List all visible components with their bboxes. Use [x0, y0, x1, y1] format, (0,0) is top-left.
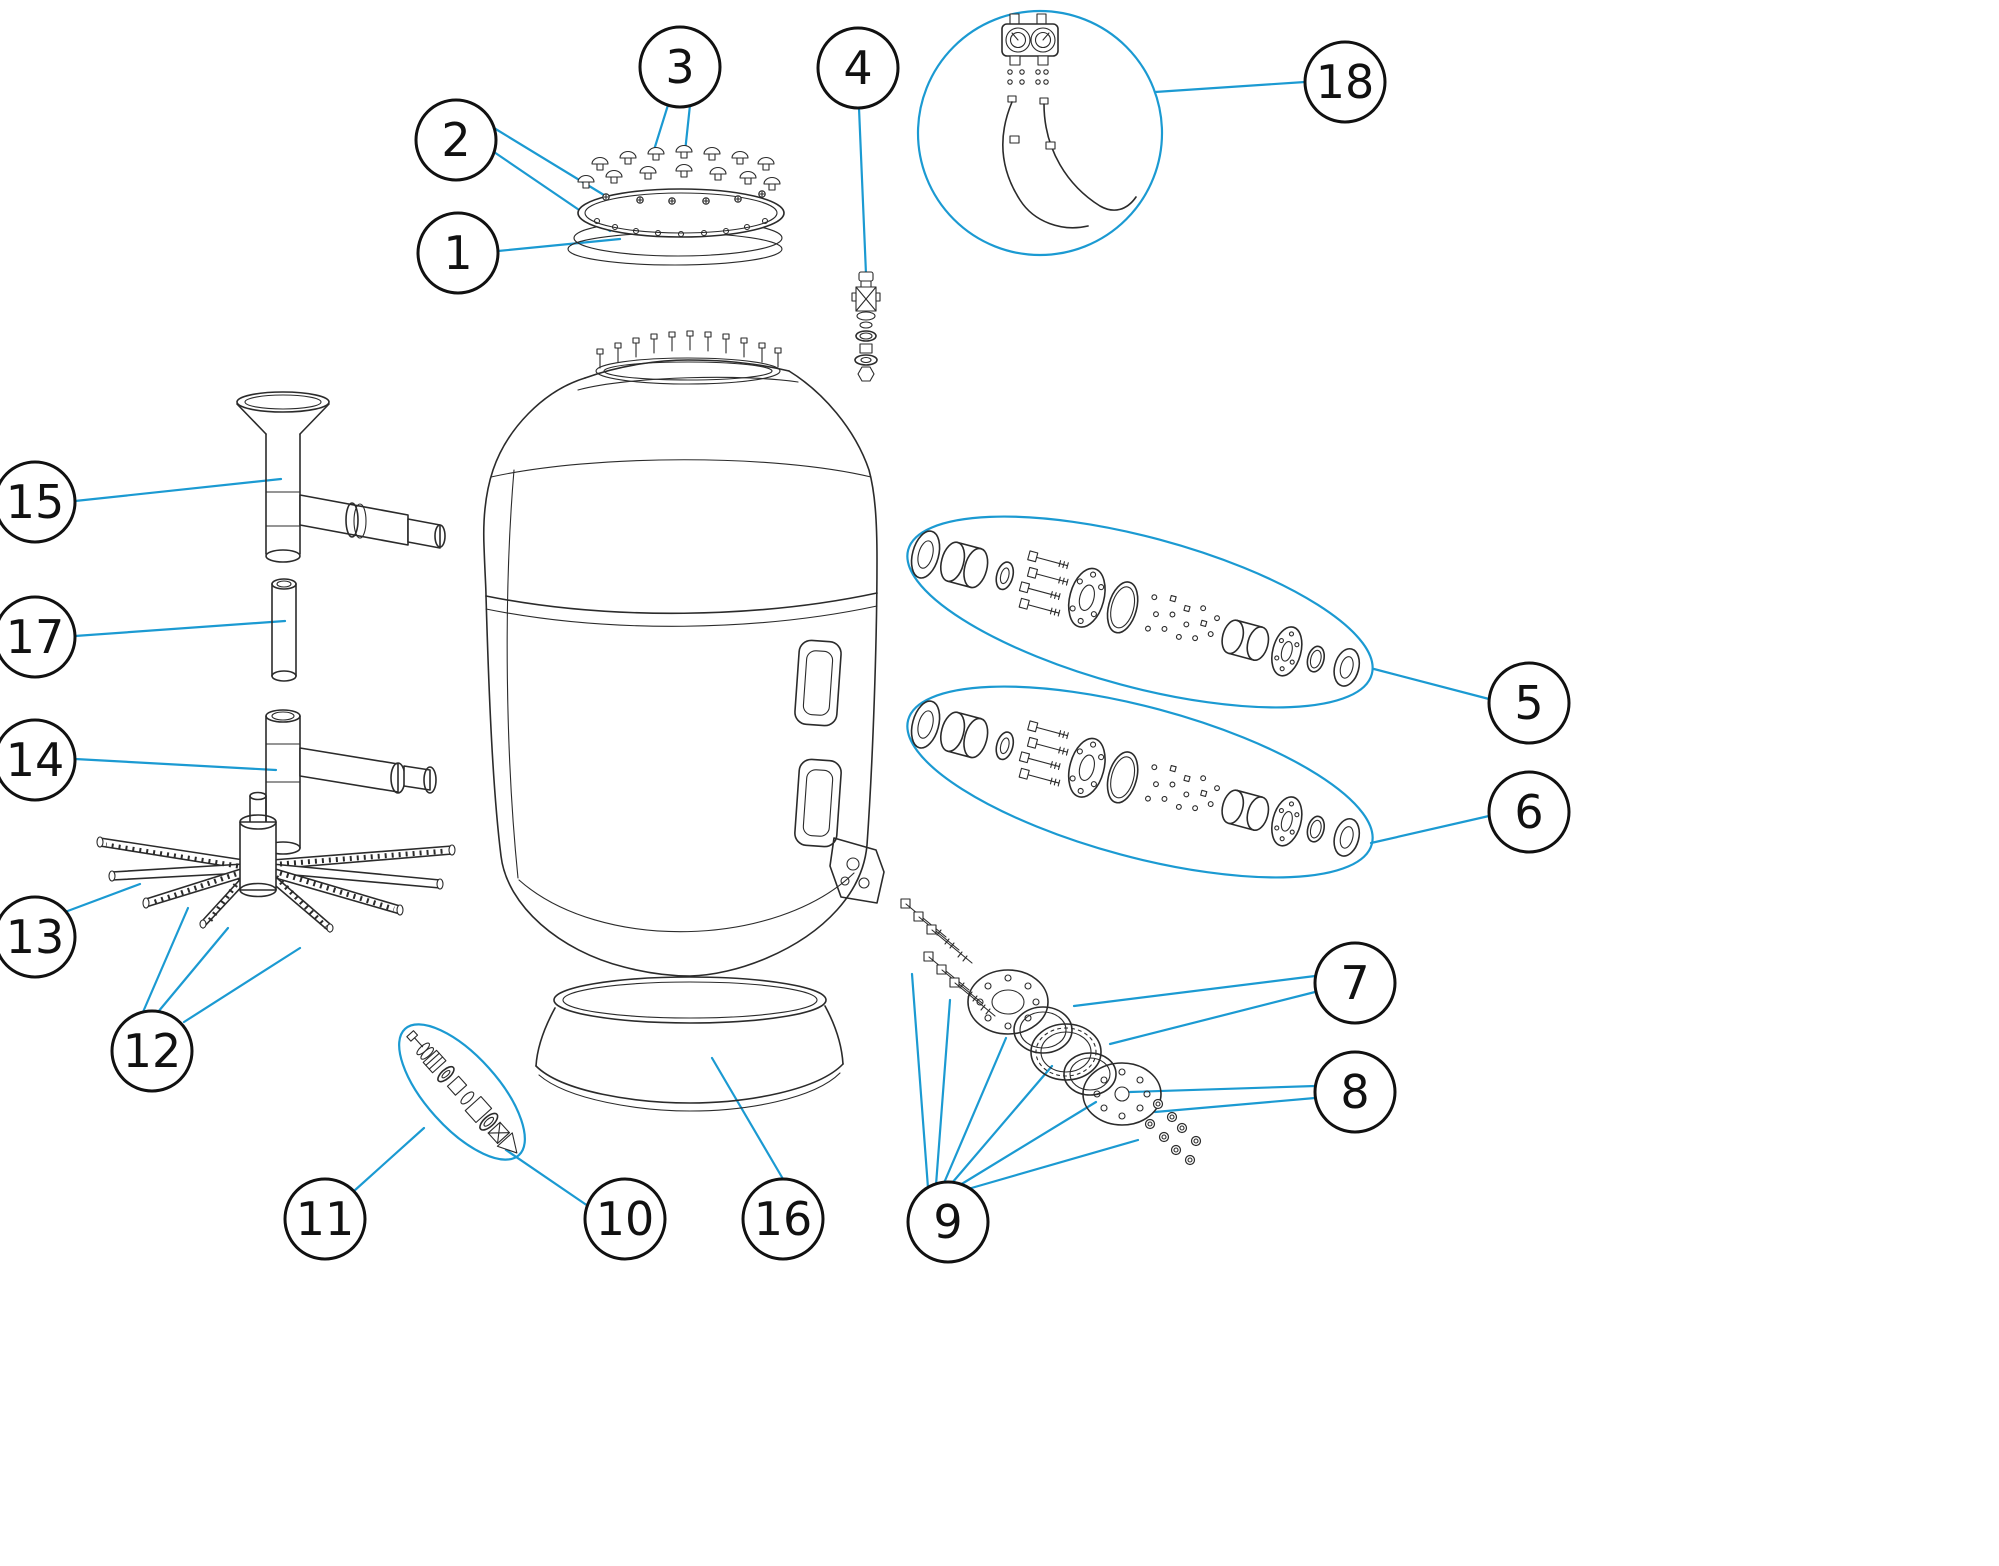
callout-number-10: 10 — [596, 1192, 655, 1246]
callout-circle-13 — [0, 895, 77, 979]
callout-number-13: 13 — [6, 910, 65, 964]
callout-circle-11 — [283, 1177, 367, 1261]
leader-line-12 — [156, 926, 230, 1014]
callout-11: 11 — [283, 1177, 367, 1261]
callout-number-11: 11 — [296, 1192, 355, 1246]
lateral-arm-assembly — [96, 791, 456, 933]
callout-circle-1 — [416, 211, 500, 295]
leader-line-14 — [73, 757, 278, 772]
callout-circle-12 — [110, 1009, 194, 1093]
leader-line-10 — [504, 1148, 590, 1208]
leader-line-7 — [1108, 990, 1317, 1046]
leader-lines-layer — [63, 80, 1491, 1208]
diffuser-plate-assembly — [567, 144, 785, 266]
leader-line-2 — [492, 126, 624, 208]
callout-number-6: 6 — [1514, 785, 1543, 839]
callout-8: 8 — [1313, 1050, 1397, 1134]
callout-circle-3 — [638, 25, 722, 109]
leader-line-12 — [141, 906, 190, 1014]
callout-4: 4 — [816, 26, 900, 110]
leader-line-17 — [73, 619, 287, 638]
callout-circle-18 — [1303, 40, 1387, 124]
leader-line-9 — [966, 1138, 1140, 1191]
callout-6: 6 — [1487, 770, 1571, 854]
leader-line-13 — [63, 882, 142, 914]
leader-line-16 — [710, 1056, 785, 1181]
callout-5: 5 — [1487, 661, 1571, 745]
callout-18: 18 — [1303, 40, 1387, 124]
leader-line-7 — [1072, 974, 1317, 1008]
callout-number-1: 1 — [443, 226, 472, 280]
leader-line-18 — [1153, 80, 1307, 94]
callout-circle-7 — [1313, 941, 1397, 1025]
callout-13: 13 — [0, 895, 77, 979]
callout-12: 12 — [110, 1009, 194, 1093]
callout-number-8: 8 — [1340, 1065, 1369, 1119]
callout-number-5: 5 — [1514, 676, 1543, 730]
callout-15: 15 — [0, 460, 77, 544]
leader-line-1 — [496, 237, 622, 253]
leader-line-12 — [182, 946, 302, 1024]
callout-number-17: 17 — [6, 610, 65, 664]
callout-number-18: 18 — [1316, 55, 1375, 109]
leader-line-11 — [352, 1126, 426, 1193]
lower-collector-tube — [265, 709, 437, 855]
tank-base — [535, 976, 844, 1112]
callout-2: 2 — [414, 98, 498, 182]
callout-circle-8 — [1313, 1050, 1397, 1134]
side-connection-kit-upper — [889, 477, 1391, 746]
purge-valve-assembly — [851, 271, 881, 382]
callout-10: 10 — [583, 1177, 667, 1261]
callout-circle-9 — [906, 1180, 990, 1264]
callout-number-7: 7 — [1340, 956, 1369, 1010]
side-connection-kit-lower — [889, 647, 1391, 916]
callout-circle-10 — [583, 1177, 667, 1261]
callout-number-14: 14 — [6, 733, 65, 787]
leader-line-9 — [958, 1100, 1098, 1187]
filter-tank-body — [482, 330, 885, 977]
leader-line-15 — [73, 477, 283, 503]
leader-line-8 — [1128, 1084, 1317, 1094]
leader-line-9 — [942, 1036, 1008, 1185]
callout-circle-5 — [1487, 661, 1571, 745]
leader-line-5 — [1372, 667, 1491, 701]
leader-line-9 — [910, 972, 930, 1190]
callout-number-12: 12 — [123, 1024, 182, 1078]
callout-14: 14 — [0, 718, 77, 802]
leader-line-9 — [934, 998, 952, 1187]
callout-number-15: 15 — [6, 475, 65, 529]
callout-16: 16 — [741, 1177, 825, 1261]
callout-circle-4 — [816, 26, 900, 110]
callout-circle-2 — [414, 98, 498, 182]
callout-7: 7 — [1313, 941, 1397, 1025]
callout-number-4: 4 — [843, 41, 872, 95]
upper-collector-funnel — [236, 391, 446, 563]
leader-line-3 — [683, 103, 692, 154]
leader-line-3 — [652, 103, 670, 152]
callout-number-3: 3 — [665, 40, 694, 94]
callout-circle-16 — [741, 1177, 825, 1261]
callout-circle-15 — [0, 460, 77, 544]
leader-line-8 — [1153, 1096, 1317, 1114]
callout-number-16: 16 — [754, 1192, 813, 1246]
callout-17: 17 — [0, 595, 77, 679]
callout-circle-6 — [1487, 770, 1571, 854]
pressure-gauge-assembly — [916, 9, 1164, 257]
callout-circle-14 — [0, 718, 77, 802]
leader-line-9 — [950, 1064, 1054, 1185]
drain-kit — [398, 1023, 526, 1161]
sleeve-pipe — [271, 578, 297, 682]
leader-line-4 — [857, 106, 868, 276]
callout-circle-17 — [0, 595, 77, 679]
callout-number-2: 2 — [441, 113, 470, 167]
callout-1: 1 — [416, 211, 500, 295]
callout-9: 9 — [906, 1180, 990, 1264]
leader-line-6 — [1369, 814, 1491, 845]
callout-number-9: 9 — [933, 1195, 962, 1249]
callout-3: 3 — [638, 25, 722, 109]
bottom-flange-kit — [900, 898, 1202, 1166]
